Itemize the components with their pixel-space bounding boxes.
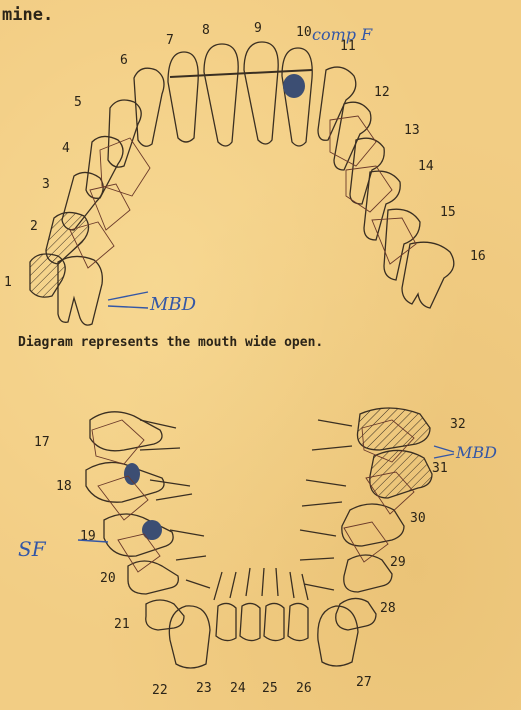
lower-num-26: 26 (296, 681, 312, 696)
tooth-6 (134, 68, 164, 146)
tooth-24 (240, 603, 260, 640)
lower-num-31: 31 (432, 461, 448, 476)
upper-num-5: 5 (74, 95, 82, 110)
tooth-9 (244, 42, 278, 144)
upper-num-10: 10 (296, 25, 312, 40)
tooth-14 (364, 171, 400, 240)
upper-num-1: 1 (4, 275, 12, 290)
filling-tooth-10 (283, 74, 305, 98)
upper-num-8: 8 (202, 23, 210, 38)
lower-num-28: 28 (380, 601, 396, 616)
upper-num-2: 2 (30, 219, 38, 234)
annotation-mbd-lower: MBD (455, 443, 497, 462)
lower-num-29: 29 (390, 555, 406, 570)
upper-num-16: 16 (470, 249, 486, 264)
upper-num-4: 4 (62, 141, 70, 156)
tooth-32 (357, 408, 430, 450)
lower-num-27: 27 (356, 675, 372, 690)
upper-num-12: 12 (374, 85, 390, 100)
lower-num-23: 23 (196, 681, 212, 696)
lower-num-24: 24 (230, 681, 246, 696)
lower-num-18: 18 (56, 479, 72, 494)
upper-num-6: 6 (120, 53, 128, 68)
lower-num-25: 25 (262, 681, 278, 696)
tooth-21 (146, 600, 184, 630)
tooth-22 (169, 606, 210, 668)
upper-num-14: 14 (418, 159, 434, 174)
tooth-28 (336, 598, 376, 630)
tooth-27 (318, 606, 358, 666)
tooth-25 (264, 603, 284, 640)
tooth-26 (288, 603, 308, 640)
tooth-23 (216, 603, 236, 640)
upper-num-3: 3 (42, 177, 50, 192)
tooth-12 (334, 102, 371, 170)
annotation-mbd-upper: MBD (149, 294, 197, 315)
lower-num-30: 30 (410, 511, 426, 526)
tooth-16 (402, 242, 454, 308)
mbd-pointer-upper (108, 292, 148, 308)
diagram-caption: Diagram represents the mouth wide open. (18, 335, 323, 350)
upper-num-9: 9 (254, 21, 262, 36)
filling-tooth-18 (124, 463, 140, 485)
lower-num-19: 19 (80, 529, 96, 544)
tooth-29 (344, 555, 392, 592)
mbd-pointer-lower (434, 446, 454, 458)
upper-num-13: 13 (404, 123, 420, 138)
tooth-31 (370, 450, 432, 498)
header-text: mine. (2, 5, 53, 25)
annotation-sf: SF (18, 537, 47, 561)
upper-arch: 1 2 3 4 5 6 7 8 9 10 11 12 13 14 15 16 M… (4, 21, 486, 325)
upper-num-15: 15 (440, 205, 456, 220)
annotation-tooth10: comp F (312, 25, 373, 44)
lower-num-21: 21 (114, 617, 130, 632)
tooth-17 (90, 412, 162, 451)
tooth-7 (168, 52, 198, 142)
lower-num-20: 20 (100, 571, 116, 586)
filling-tooth-19 (142, 520, 162, 540)
tooth-20 (128, 561, 178, 594)
lower-arch: 17 18 19 20 21 22 23 24 25 26 27 28 29 3… (18, 408, 497, 698)
tooth-18 (86, 462, 164, 502)
upper-num-7: 7 (166, 33, 174, 48)
tooth-11 (318, 67, 356, 140)
lower-num-32: 32 (450, 417, 466, 432)
lower-num-22: 22 (152, 683, 168, 698)
tooth-8 (204, 44, 238, 146)
lower-num-17: 17 (34, 435, 50, 450)
